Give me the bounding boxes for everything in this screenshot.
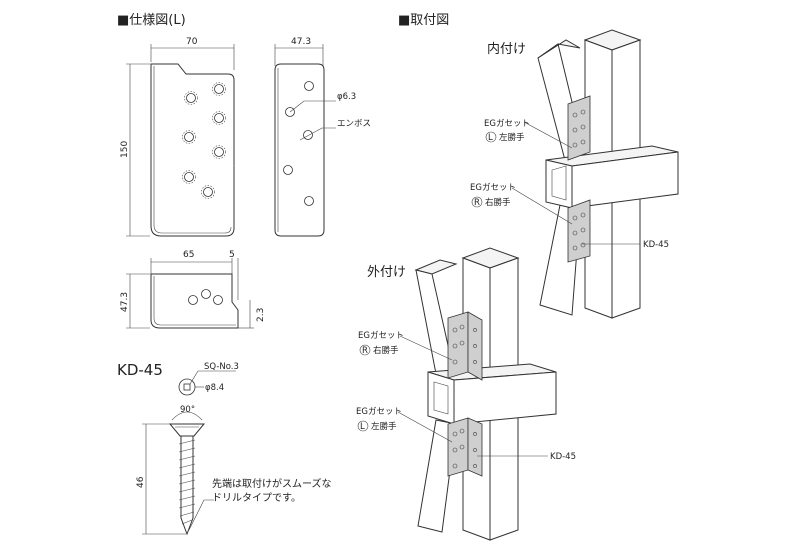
dim-bottom-width: 65 <box>183 250 194 260</box>
screw-note-line1: 先端は取付けがスムーズな <box>212 477 332 490</box>
outer-title: 外付け <box>367 265 406 280</box>
install-outer: 外付け EGガセット R 右勝手 EGガセット <box>356 247 576 541</box>
screw-dia: φ8.4 <box>205 383 224 393</box>
screw-length: 46 <box>136 476 146 488</box>
inner-left-label: EGガセット <box>484 118 530 129</box>
install-inner: 内付け EGガセット L 左勝手 EGガセット R 右勝手 <box>470 29 679 319</box>
inner-left-side: 左勝手 <box>499 132 525 143</box>
front-plate-holes <box>182 82 226 199</box>
label-hole-dia: φ6.3 <box>337 92 356 102</box>
outer-bottom-side: 左勝手 <box>371 421 397 432</box>
spec-heading: ■仕様図(L) <box>117 13 186 28</box>
dim-bottom-height: 47.3 <box>120 292 130 312</box>
side-plate-view: 47.3 φ6.3 エンボス <box>274 37 371 237</box>
install-heading: ■取付図 <box>398 13 449 28</box>
screw-note-line2: ドリルタイプです。 <box>212 492 301 504</box>
screw-kd45: KD-45 SQ-No.3 φ8.4 90° 46 先端は取付けがスムーズな ド… <box>117 361 332 536</box>
bottom-plate-view: 65 5 47.3 2.3 <box>120 250 266 329</box>
inner-screw-label: KD-45 <box>643 240 669 250</box>
dim-top-width: 70 <box>186 37 198 47</box>
screw-threads <box>178 439 196 525</box>
dim-bottom-edge: 5 <box>229 250 235 260</box>
outer-top-side: 右勝手 <box>373 345 399 356</box>
inner-left-mark: L <box>488 133 493 143</box>
outer-bottom-label: EGガセット <box>356 406 402 417</box>
inner-right-mark: R <box>474 198 480 208</box>
screw-angle: 90° <box>180 405 195 415</box>
dim-bottom-thick: 2.3 <box>256 308 266 322</box>
screw-model: KD-45 <box>117 361 163 379</box>
outer-bottom-mark: L <box>360 422 365 432</box>
outer-top-mark: R <box>362 346 368 356</box>
inner-right-label: EGガセット <box>470 182 516 193</box>
inner-title: 内付け <box>487 41 526 57</box>
label-emboss: エンボス <box>337 119 371 129</box>
dim-side-width: 47.3 <box>291 37 311 47</box>
screw-head-label: SQ-No.3 <box>204 362 239 372</box>
outer-screw-label: KD-45 <box>550 452 576 462</box>
inner-right-side: 右勝手 <box>485 197 511 208</box>
front-plate-view: 70 150 <box>120 37 235 237</box>
outer-top-label: EGガセット <box>358 330 404 341</box>
dim-height: 150 <box>120 141 130 158</box>
